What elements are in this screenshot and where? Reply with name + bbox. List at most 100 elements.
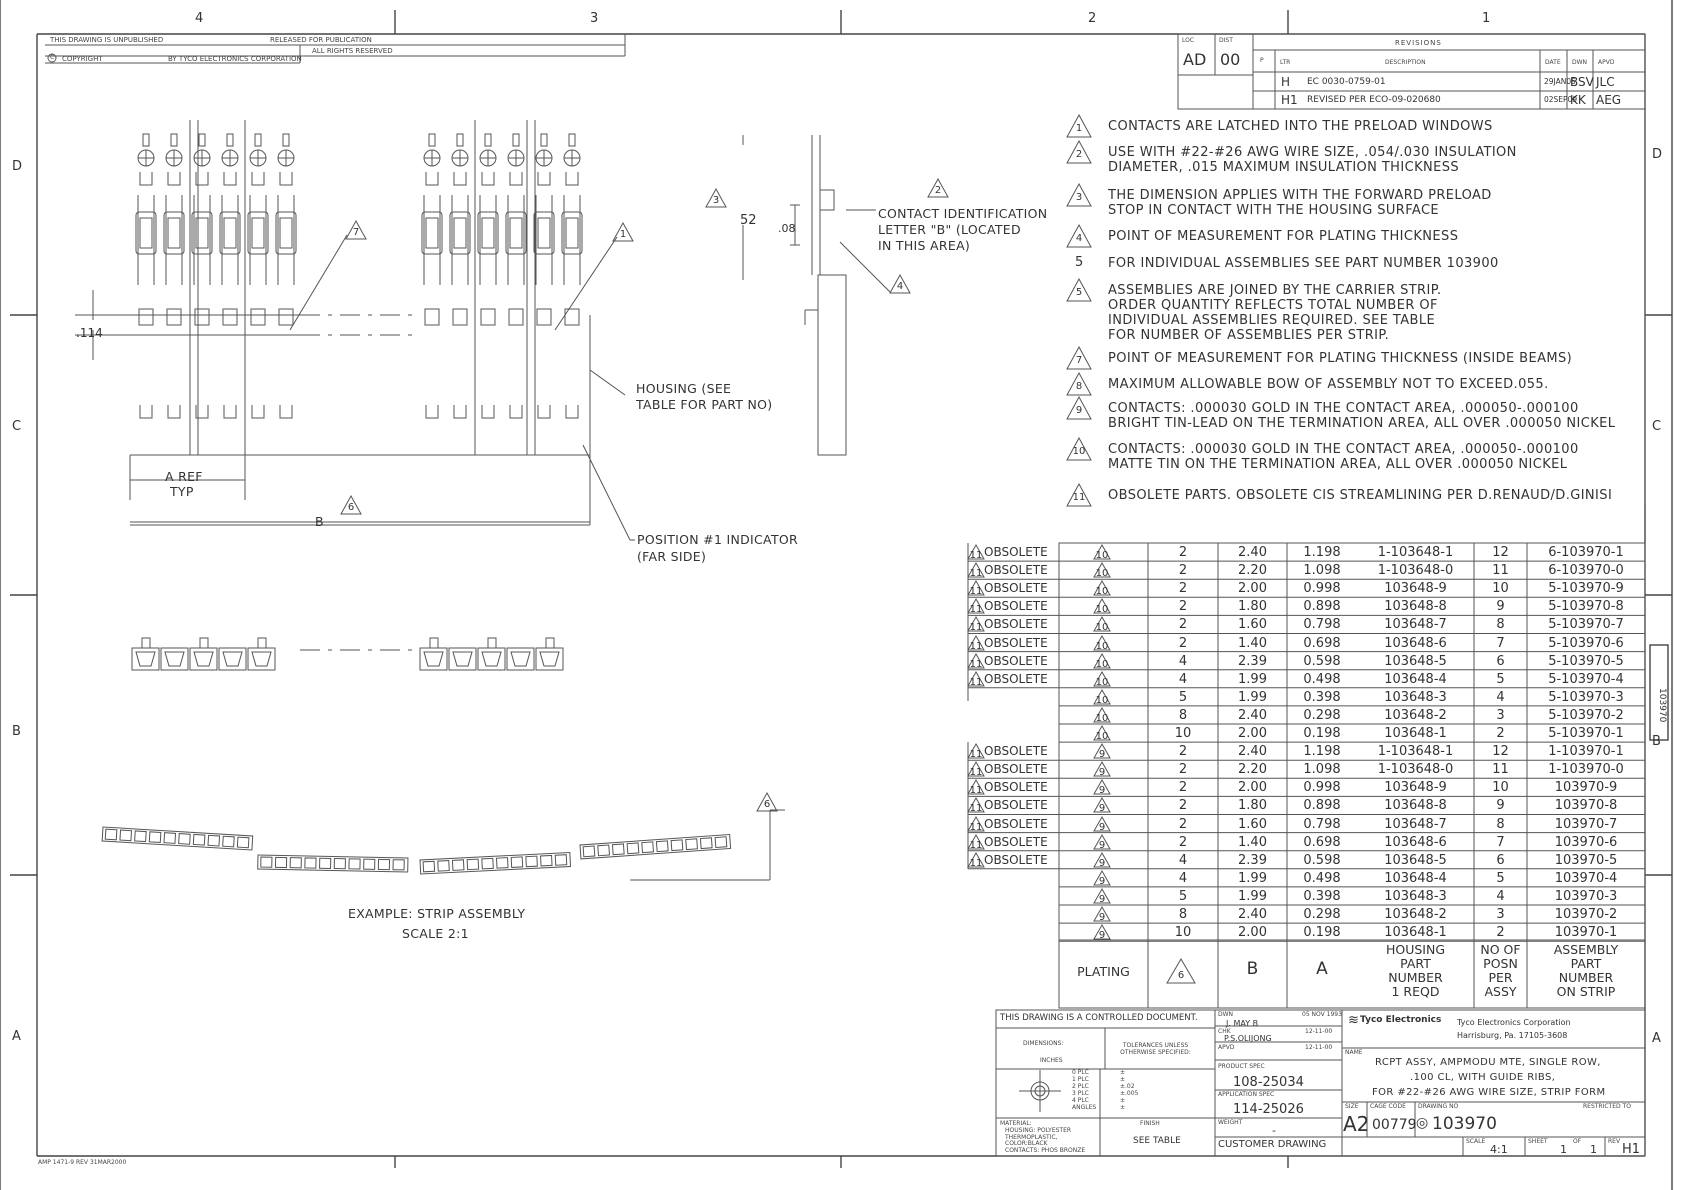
housing-note-line-1: HOUSING (SEE bbox=[636, 381, 732, 396]
table-cell-a_ref: 2.00 bbox=[1238, 780, 1267, 796]
sheet-label: SHEET bbox=[1528, 1138, 1548, 1145]
table-cell-assy: 5-103970-7 bbox=[1548, 617, 1624, 633]
zone-top-3: 3 bbox=[590, 11, 599, 26]
table-cell-assy: 5-103970-4 bbox=[1548, 671, 1624, 687]
table-cell-housing: 103648-7 bbox=[1384, 617, 1447, 633]
table-cell-a_ref: 2.39 bbox=[1238, 653, 1267, 669]
strip-caption: EXAMPLE: STRIP ASSEMBLY bbox=[348, 906, 526, 921]
controlled-document: THIS DRAWING IS A CONTROLLED DOCUMENT. bbox=[1000, 1013, 1198, 1023]
obsolete-callout-icon: 11 bbox=[967, 616, 985, 633]
plating-callout: 10 bbox=[1093, 725, 1111, 742]
note-text-line: ORDER QUANTITY REFLECTS TOTAL NUMBER OF bbox=[1108, 298, 1438, 313]
a-ref-label: A REF bbox=[165, 469, 203, 484]
zone-left-c: C bbox=[12, 419, 22, 434]
note-text-line: ASSEMBLIES ARE JOINED BY THE CARRIER STR… bbox=[1108, 283, 1442, 298]
callout-6: 6 bbox=[340, 495, 362, 515]
header-plating: PLATING bbox=[1077, 964, 1130, 979]
table-cell-a_ref: 2.00 bbox=[1238, 581, 1267, 597]
table-cell-a_ref: 2.00 bbox=[1238, 726, 1267, 741]
table-cell-a: 0.298 bbox=[1303, 907, 1341, 922]
table-cell-posn: 9 bbox=[1496, 599, 1505, 615]
material-line: CONTACTS: PHOS BRONZE bbox=[1005, 1146, 1086, 1154]
copyright-label: COPYRIGHT bbox=[62, 55, 103, 63]
plating-callout: 9 bbox=[1093, 815, 1111, 832]
table-cell-housing: 1-103648-1 bbox=[1377, 545, 1454, 560]
rev-desc-label: DESCRIPTION bbox=[1385, 59, 1426, 66]
rev-row-ltr: H bbox=[1281, 75, 1291, 89]
table-cell-assy: 6-103970-0 bbox=[1548, 563, 1624, 579]
table-cell-assy: 5-103970-9 bbox=[1548, 581, 1624, 597]
dim-114: .114 bbox=[76, 326, 103, 340]
obsolete-callout-icon: 11 bbox=[967, 779, 985, 796]
apvd-label: APVD bbox=[1218, 1044, 1235, 1051]
tolerance-value: ± bbox=[1120, 1069, 1126, 1076]
size-label: SIZE bbox=[1345, 1103, 1359, 1110]
obsolete-callout-icon: 11 bbox=[967, 634, 985, 651]
table-cell-housing: 103648-6 bbox=[1384, 635, 1447, 651]
tyco-logo-icon: ≋ bbox=[1348, 1013, 1359, 1028]
table-cell-a_ref: 1.40 bbox=[1238, 635, 1267, 651]
header-posn: NO OF POSN PER ASSY bbox=[1480, 942, 1521, 999]
rev-row-desc: EC 0030-0759-01 bbox=[1307, 77, 1386, 87]
cage-label: CAGE CODE bbox=[1370, 1103, 1406, 1110]
dwn-name: J. MAY B bbox=[1226, 1019, 1259, 1028]
obsolete-label: OBSOLETE bbox=[984, 671, 1048, 686]
table-cell-posn: 8 bbox=[1496, 816, 1505, 832]
of-value: 1 bbox=[1590, 1143, 1597, 1156]
table-cell-assy: 103970-7 bbox=[1554, 816, 1618, 832]
title-line-3: FOR #22-#26 AWG WIRE SIZE, STRIP FORM bbox=[1372, 1087, 1606, 1098]
table-cell-b: 2 bbox=[1178, 563, 1188, 579]
tolerance-place: 1 PLC bbox=[1072, 1076, 1089, 1083]
table-cell-b: 2 bbox=[1178, 635, 1188, 651]
obsolete-label: OBSOLETE bbox=[984, 635, 1048, 650]
note-callout-3: 3 bbox=[1066, 183, 1092, 207]
table-cell-a: 0.598 bbox=[1303, 653, 1341, 669]
rev-row-ltr: H1 bbox=[1281, 93, 1298, 107]
plating-callout: 10 bbox=[1093, 652, 1111, 669]
table-cell-b: 5 bbox=[1178, 689, 1188, 705]
plating-callout: 10 bbox=[1093, 688, 1111, 705]
plating-callout: 10 bbox=[1093, 616, 1111, 633]
cage-value: 00779 bbox=[1372, 1117, 1417, 1133]
plating-callout: 9 bbox=[1093, 833, 1111, 850]
table-cell-posn: 3 bbox=[1496, 707, 1505, 723]
table-cell-assy: 5-103970-1 bbox=[1548, 726, 1624, 741]
table-cell-assy: 1-103970-0 bbox=[1548, 762, 1624, 778]
table-cell-posn: 2 bbox=[1496, 925, 1505, 941]
plating-callout: 9 bbox=[1093, 797, 1111, 814]
note-text-line: CONTACTS: .000030 GOLD IN THE CONTACT AR… bbox=[1108, 442, 1579, 457]
table-cell-posn: 4 bbox=[1496, 689, 1505, 705]
table-cell-posn: 10 bbox=[1492, 780, 1509, 796]
strip-scale: SCALE 2:1 bbox=[402, 926, 469, 941]
table-cell-housing: 103648-6 bbox=[1384, 834, 1447, 850]
callout-7: 7 bbox=[345, 220, 367, 240]
table-cell-posn: 2 bbox=[1496, 726, 1505, 741]
table-cell-a: 0.398 bbox=[1303, 888, 1341, 904]
footer-form: AMP 1471-9 REV 31MAR2000 bbox=[38, 1159, 127, 1166]
weight-label: WEIGHT bbox=[1218, 1119, 1243, 1126]
plating-callout: 9 bbox=[1093, 761, 1111, 778]
table-cell-b: 5 bbox=[1178, 888, 1188, 904]
callout-1: 1 bbox=[612, 222, 634, 242]
finish-label: FINISH bbox=[1140, 1120, 1160, 1127]
rev-p-label: P bbox=[1260, 57, 1264, 64]
table-cell-a: 0.898 bbox=[1303, 599, 1341, 615]
callout-2: 2 bbox=[927, 178, 949, 198]
table-cell-posn: 11 bbox=[1492, 762, 1509, 778]
table-cell-a_ref: 1.80 bbox=[1238, 599, 1267, 615]
table-cell-assy: 1-103970-1 bbox=[1548, 744, 1624, 760]
rev-row-date: 02SEP09 bbox=[1544, 95, 1578, 104]
company-city: Harrisburg, Pa. 17105-3608 bbox=[1457, 1031, 1568, 1040]
note-callout-11: 11 bbox=[1066, 483, 1092, 507]
title-line-1: RCPT ASSY, AMPMODU MTE, SINGLE ROW, bbox=[1375, 1057, 1601, 1068]
table-cell-a_ref: 2.40 bbox=[1238, 744, 1267, 760]
plating-callout: 10 bbox=[1093, 580, 1111, 597]
rev-loc: AD bbox=[1183, 50, 1207, 69]
rev-loc-label: LOC bbox=[1182, 37, 1195, 44]
table-cell-housing: 103648-9 bbox=[1384, 780, 1447, 796]
note-text-line: DIAMETER, .015 MAXIMUM INSULATION THICKN… bbox=[1108, 160, 1460, 175]
table-cell-housing: 103648-3 bbox=[1384, 689, 1447, 705]
product-spec-label: PRODUCT SPEC bbox=[1218, 1063, 1265, 1070]
obsolete-label: OBSOLETE bbox=[984, 653, 1048, 668]
table-cell-a_ref: 2.40 bbox=[1238, 707, 1267, 723]
